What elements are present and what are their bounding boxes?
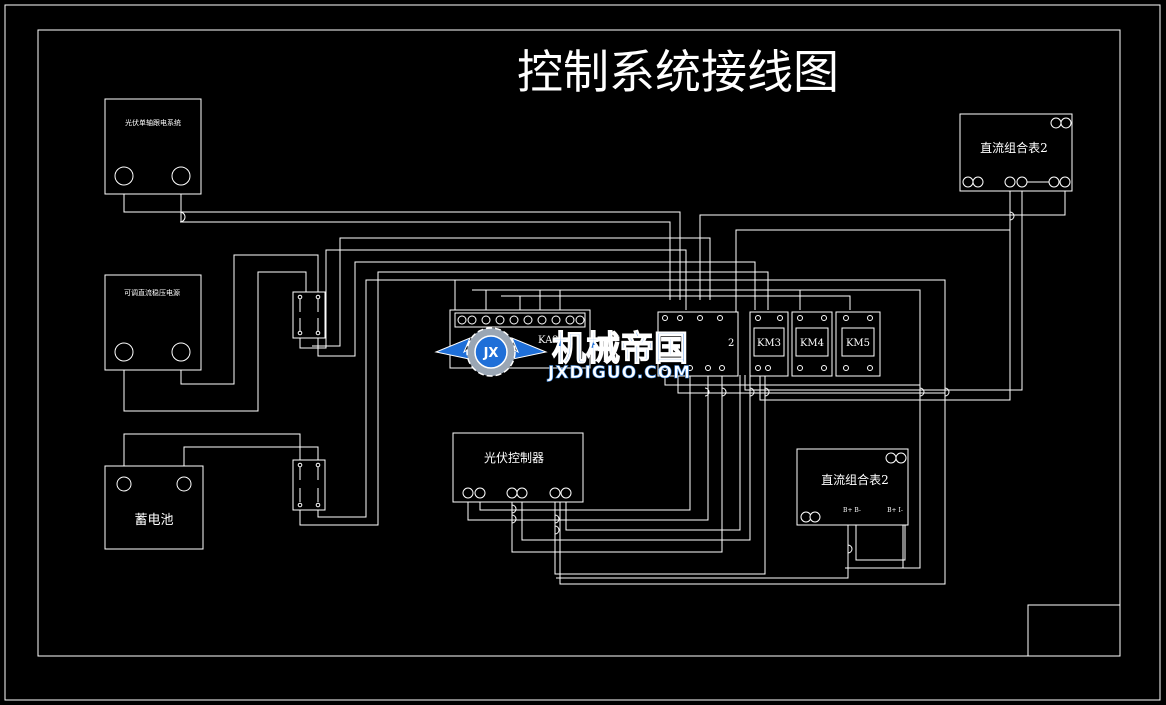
dc-meter-bottom-label: 直流组合表2 <box>821 472 889 487</box>
pv-controller: 光伏控制器 <box>452 432 584 503</box>
wires <box>123 190 1066 585</box>
battery: 蓄电池 <box>104 465 204 550</box>
relay-km3-label: KM3 <box>757 338 781 349</box>
dc-meter-top: 直流组合表2 <box>959 113 1073 192</box>
terminal-icon <box>176 476 192 492</box>
watermark-badge: JX <box>483 346 499 361</box>
dc-meter-top-label: 直流组合表2 <box>980 140 1048 155</box>
watermark-cn: 机械帝国 <box>552 329 688 369</box>
battery-label: 蓄电池 <box>134 513 173 528</box>
terminal-icon <box>114 166 134 186</box>
terminal-icon <box>171 166 191 186</box>
relay-km2-label: 2 <box>728 338 734 349</box>
relay-km-group: 2 KM3 KM4 KM5 <box>657 311 881 377</box>
switch-1 <box>292 291 326 339</box>
pv-system-label: 光伏单轴跟电系统 <box>125 118 181 127</box>
relay-km5-label: KM5 <box>846 338 870 349</box>
dc-meter-bottom: 直流组合表2 B+ B- B+ I- <box>796 448 909 526</box>
badge-circle <box>474 335 508 369</box>
meter-terminal-left-label: B+ B- <box>843 507 861 514</box>
pv-tracking-system: 光伏单轴跟电系统 <box>104 98 202 195</box>
terminal-icon <box>114 342 134 362</box>
meter-terminal-right-label: B+ I- <box>887 507 903 514</box>
inner-frame <box>37 29 1121 657</box>
terminal-icon <box>116 476 132 492</box>
title-block <box>1027 604 1121 657</box>
relay-ka3-label: KA3 <box>538 335 559 346</box>
dc-power-supply: 可调直流稳压电源 <box>104 274 202 371</box>
relay-km4-label: KM4 <box>800 338 824 349</box>
terminal-icon <box>171 342 191 362</box>
watermark-en: JXDIGUO.COM <box>547 363 691 383</box>
pv-controller-label: 光伏控制器 <box>484 451 544 465</box>
dc-supply-label: 可调直流稳压电源 <box>124 288 180 297</box>
switch-2 <box>292 459 326 511</box>
outer-border <box>4 4 1161 701</box>
drawing-title: 控制系统接线图 <box>517 45 839 99</box>
watermark: JX 机械帝国 JXDIGUO.COM <box>434 327 691 383</box>
